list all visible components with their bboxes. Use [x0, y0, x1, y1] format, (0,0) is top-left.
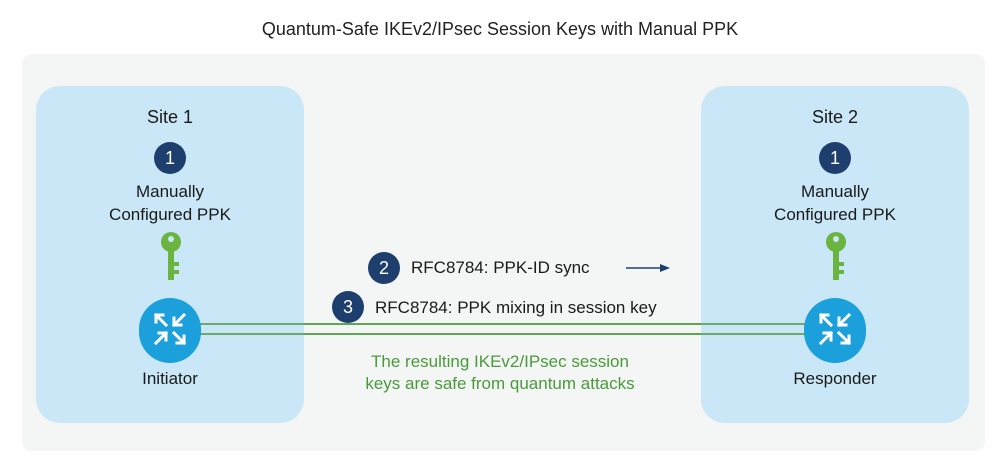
ppk-line-2: Configured PPK	[774, 205, 896, 224]
sync-arrow	[626, 264, 670, 272]
site-2-box: Site 2 1 Manually Configured PPK Respond…	[701, 86, 969, 423]
result-line-2: keys are safe from quantum attacks	[365, 374, 635, 393]
site-title: Site 2	[811, 107, 859, 127]
step-2-label: RFC8784: PPK-ID sync	[411, 258, 590, 277]
step-3-badge: 3	[332, 291, 364, 323]
router-icon	[139, 301, 201, 363]
ppk-line-1: Manually	[800, 182, 870, 201]
result-line-1: The resulting IKEv2/IPsec session	[371, 352, 629, 371]
ppk-label: Manually Configured PPK	[36, 180, 304, 226]
ppk-label: Manually Configured PPK	[701, 180, 969, 226]
ppk-line-2: Configured PPK	[109, 205, 231, 224]
router-role-label: Initiator	[142, 369, 198, 388]
key-icon	[161, 232, 181, 280]
result-note: The resulting IKEv2/IPsec session keys a…	[310, 351, 690, 395]
router-icon	[804, 301, 866, 363]
step-badge: 1	[819, 142, 851, 174]
ppk-line-1: Manually	[135, 182, 205, 201]
key-icon	[826, 232, 846, 280]
site-1-box: Site 1 1 Manually Configured PPK Initiat…	[36, 86, 304, 423]
router-role-label: Responder	[793, 369, 877, 388]
step-badge: 1	[154, 142, 186, 174]
step-2-badge: 2	[368, 252, 400, 284]
site-title: Site 1	[146, 107, 194, 127]
step-3-label: RFC8784: PPK mixing in session key	[375, 298, 657, 317]
diagram-title: Quantum-Safe IKEv2/IPsec Session Keys wi…	[261, 19, 739, 39]
